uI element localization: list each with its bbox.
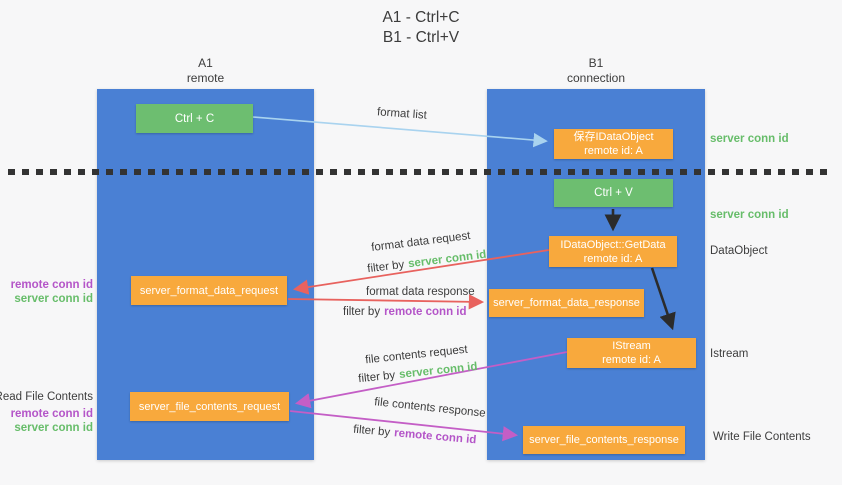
label-file-contents-response: file contents response <box>373 396 487 420</box>
title-line-a1: A1 - Ctrl+C <box>382 9 460 26</box>
remote-conn-id-text: remote conn id <box>393 427 477 447</box>
node-ctrl-v-label: Ctrl + V <box>594 187 633 199</box>
node-istream: IStream remote id: A <box>567 338 696 368</box>
node-ctrl-c: Ctrl + C <box>136 104 253 133</box>
node-server-format-data-request-label: server_format_data_request <box>139 284 279 297</box>
lifeline-b1-subtitle: connection <box>566 71 626 85</box>
label-istream-side: Istream <box>710 348 749 360</box>
node-server-format-data-request: server_format_data_request <box>131 276 287 305</box>
node-idataobject-getdata-line2: remote id: A <box>583 252 643 265</box>
session-separator-line <box>8 169 834 175</box>
node-istream-line2: remote id: A <box>602 354 661 366</box>
label-format-data-response: format data response <box>366 286 475 298</box>
label-write-file-contents: Write File Contents <box>713 431 811 443</box>
label-format-data-request: format data request <box>370 229 472 255</box>
filter-by-text: filter by <box>357 369 396 386</box>
label-server-conn-id-right-2: server conn id <box>710 209 789 221</box>
node-idataobject-getdata: IDataObject::GetData remote id: A <box>549 236 677 267</box>
node-server-file-contents-response: server_file_contents_response <box>523 426 685 454</box>
lifeline-b1-name: B1 <box>588 56 604 70</box>
node-idataobject-getdata-line1: IDataObject::GetData <box>560 238 666 251</box>
node-server-file-contents-request: server_file_contents_request <box>130 392 289 421</box>
node-istream-line1: IStream <box>612 340 651 352</box>
label-server-conn-id-left-2: server conn id <box>14 422 93 434</box>
node-ctrl-v: Ctrl + V <box>554 179 673 207</box>
label-server-conn-id-right-1: server conn id <box>710 133 789 145</box>
node-server-file-contents-request-label: server_file_contents_request <box>138 400 281 413</box>
diagram-title: A1 - Ctrl+C B1 - Ctrl+V <box>0 8 842 48</box>
node-server-format-data-response: server_format_data_response <box>489 289 644 317</box>
lifeline-a1-name: A1 <box>198 56 213 70</box>
node-save-idataobject-line2: remote id: A <box>584 145 643 157</box>
node-save-idataobject: 保存IDataObject remote id: A <box>554 129 673 159</box>
node-server-format-data-response-label: server_format_data_response <box>493 297 640 309</box>
label-dataobject: DataObject <box>710 245 768 257</box>
arrow-format-data-response <box>287 294 485 310</box>
node-server-file-contents-response-label: server_file_contents_response <box>529 434 679 446</box>
label-remote-conn-id-left-1: remote conn id <box>10 279 93 291</box>
filter-by-text: filter by <box>366 258 405 276</box>
label-server-conn-id-left-1: server conn id <box>14 293 93 305</box>
label-format-list: format list <box>376 106 428 122</box>
server-conn-id-text: server conn id <box>407 248 487 271</box>
node-ctrl-c-label: Ctrl + C <box>174 112 215 125</box>
lifeline-header-b1: B1 connection <box>487 56 705 86</box>
node-save-idataobject-line1: 保存IDataObject <box>573 131 654 143</box>
remote-conn-id-text: remote conn id <box>384 306 467 318</box>
filter-by-text: filter by <box>343 306 381 318</box>
lifeline-a1-subtitle: remote <box>186 71 225 85</box>
label-remote-conn-id-left-2: remote conn id <box>10 408 93 420</box>
filter-by-text: filter by <box>352 423 391 439</box>
label-read-file-contents: Read File Contents <box>0 391 93 403</box>
title-line-b1: B1 - Ctrl+V <box>382 29 460 46</box>
lifeline-header-a1: A1 remote <box>97 56 314 86</box>
server-conn-id-text: server conn id <box>398 360 479 381</box>
